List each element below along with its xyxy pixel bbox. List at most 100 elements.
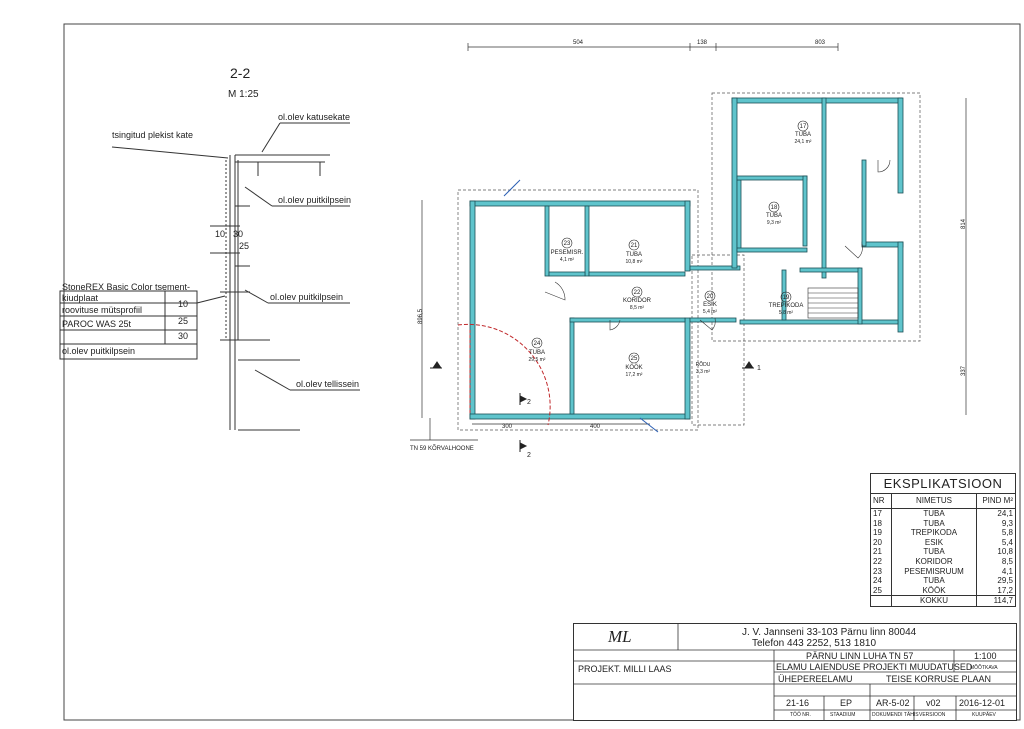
- col-area: PIND M²: [976, 494, 1015, 509]
- label-brick: ol.olev tellissein: [296, 379, 359, 389]
- room-17-name: TUBA: [795, 132, 811, 138]
- title-block: ML J. V. Jannseni 33-103 Pärnu linn 8004…: [573, 623, 1017, 721]
- room-24-nr: 24: [534, 341, 541, 347]
- label-version: VERSIOON: [919, 712, 946, 718]
- section-marker-left: [430, 361, 442, 369]
- room-18-name: TUBA: [766, 213, 782, 219]
- room-17-nr: 17: [800, 124, 807, 130]
- door-swings: [544, 159, 891, 331]
- room-20: 20 ESIK 5,4 m²: [703, 290, 717, 315]
- version: v02: [926, 698, 941, 708]
- scale-label: MÕÕTKAVA: [970, 665, 998, 671]
- scale: 1:100: [974, 651, 997, 661]
- dim-d3: 803: [815, 40, 826, 46]
- label-roof: ol.olev katusekate: [278, 112, 350, 122]
- room-24: 24 TUBA 29,5 m²: [529, 337, 546, 363]
- room-21-area: 10,8 m²: [626, 259, 643, 265]
- col-name: NIMETUS: [891, 494, 977, 509]
- dim-v1: 814: [961, 218, 967, 229]
- room-23-name: PESEMISR.: [551, 250, 584, 256]
- room-19-nr: 19: [783, 295, 790, 301]
- room-21-nr: 21: [631, 243, 638, 249]
- room-22-name: KORIDOR: [623, 298, 652, 304]
- sheet-frame: [63, 23, 1021, 721]
- neighbour-label: TN 59 KÕRVALHOONE: [410, 445, 474, 452]
- section-marker-right: [742, 361, 754, 369]
- room-23: 23 PESEMISR. 4,1 m²: [551, 237, 584, 263]
- room-25: 25 KÖÖK 17,2 m²: [625, 352, 643, 378]
- walls: [469, 97, 904, 420]
- dim-b2: 400: [590, 424, 601, 430]
- staircase: [807, 287, 859, 319]
- dim-c: 25: [239, 241, 249, 251]
- date: 2016-12-01: [959, 698, 1006, 708]
- sheet-no: AR-5-02: [876, 698, 910, 708]
- room-25-nr: 25: [631, 356, 638, 362]
- room-22-nr: 22: [634, 290, 641, 296]
- layer-4-name: ol.olev puitkilpsein: [62, 346, 135, 356]
- section-mark-right: 1: [757, 365, 761, 372]
- layer-2-name: roovituse mütsprofiil: [62, 305, 142, 315]
- layer-0-name: StoneREX Basic Color tsement-: [62, 282, 190, 292]
- section-detail: [111, 122, 360, 431]
- layer-table: [59, 290, 226, 360]
- room-17: 17 TUBA 24,1 m²: [795, 120, 812, 145]
- room-24-area: 29,5 m²: [529, 357, 546, 363]
- existing-outline: [457, 92, 921, 431]
- room-22-area: 8,5 m²: [630, 305, 645, 311]
- explication-title: EKSPLIKATSIOON: [871, 474, 1015, 494]
- room-18-area: 9,3 m²: [767, 220, 782, 226]
- phone: Telefon 443 2252, 513 1810: [752, 638, 876, 649]
- room-19: 19 TREPIKODA 5,8 m²: [769, 291, 804, 316]
- room-25-name: KÖÖK: [625, 364, 642, 371]
- dim-v3: 896,5: [418, 308, 424, 324]
- label-board2: ol.olev puitkilpsein: [270, 292, 343, 302]
- layer-3-name: PAROC WAS 25t: [62, 319, 132, 329]
- label-stage: STAADIUM: [830, 712, 856, 718]
- balcony-name: RÕDU: [696, 361, 711, 368]
- section-title: 2-2: [230, 65, 250, 81]
- room-19-area: 5,8 m²: [779, 310, 794, 316]
- section-mark-a: 2: [527, 399, 531, 406]
- dimension-lines: [421, 43, 967, 425]
- label-date: KUUPÄEV: [972, 712, 996, 718]
- dim-a: 10: [215, 229, 225, 239]
- room-20-name: ESIK: [703, 302, 717, 308]
- layer-1-value: 10: [178, 299, 188, 309]
- layer-1-name: kiudplaat: [62, 293, 99, 303]
- section-mark-b: 2: [527, 452, 531, 459]
- section-marker-bottom: [519, 393, 528, 452]
- room-24-name: TUBA: [529, 350, 545, 356]
- location: PÄRNU LINN LUHA TN 57: [806, 651, 914, 661]
- dim-b: 30: [233, 229, 243, 239]
- label-tin: tsingitud plekist kate: [112, 130, 193, 140]
- dim-d1: 504: [573, 40, 584, 46]
- project: ELAMU LAIENDUSE PROJEKTI MUUDATUSED: [776, 662, 973, 672]
- layer-2-value: 25: [178, 316, 188, 326]
- blue-marks: [503, 179, 659, 433]
- section-scale: M 1:25: [228, 89, 259, 100]
- room-17-area: 24,1 m²: [795, 139, 812, 145]
- room-18: 18 TUBA 9,3 m²: [766, 201, 782, 226]
- dim-v2: 337: [961, 365, 967, 376]
- room-19-name: TREPIKODA: [769, 303, 804, 309]
- label-board1: ol.olev puitkilpsein: [278, 195, 351, 205]
- sheet-title: TEISE KORRUSE PLAAN: [886, 674, 992, 684]
- label-doc: DOKUMENDI TÄHIS: [872, 712, 919, 718]
- col-nr: NR: [871, 494, 892, 509]
- address: J. V. Jannseni 33-103 Pärnu linn 80044: [742, 627, 917, 638]
- protection-arc: [457, 323, 551, 426]
- balcony-area: 3,3 m²: [696, 369, 711, 375]
- logo: ML: [608, 627, 632, 646]
